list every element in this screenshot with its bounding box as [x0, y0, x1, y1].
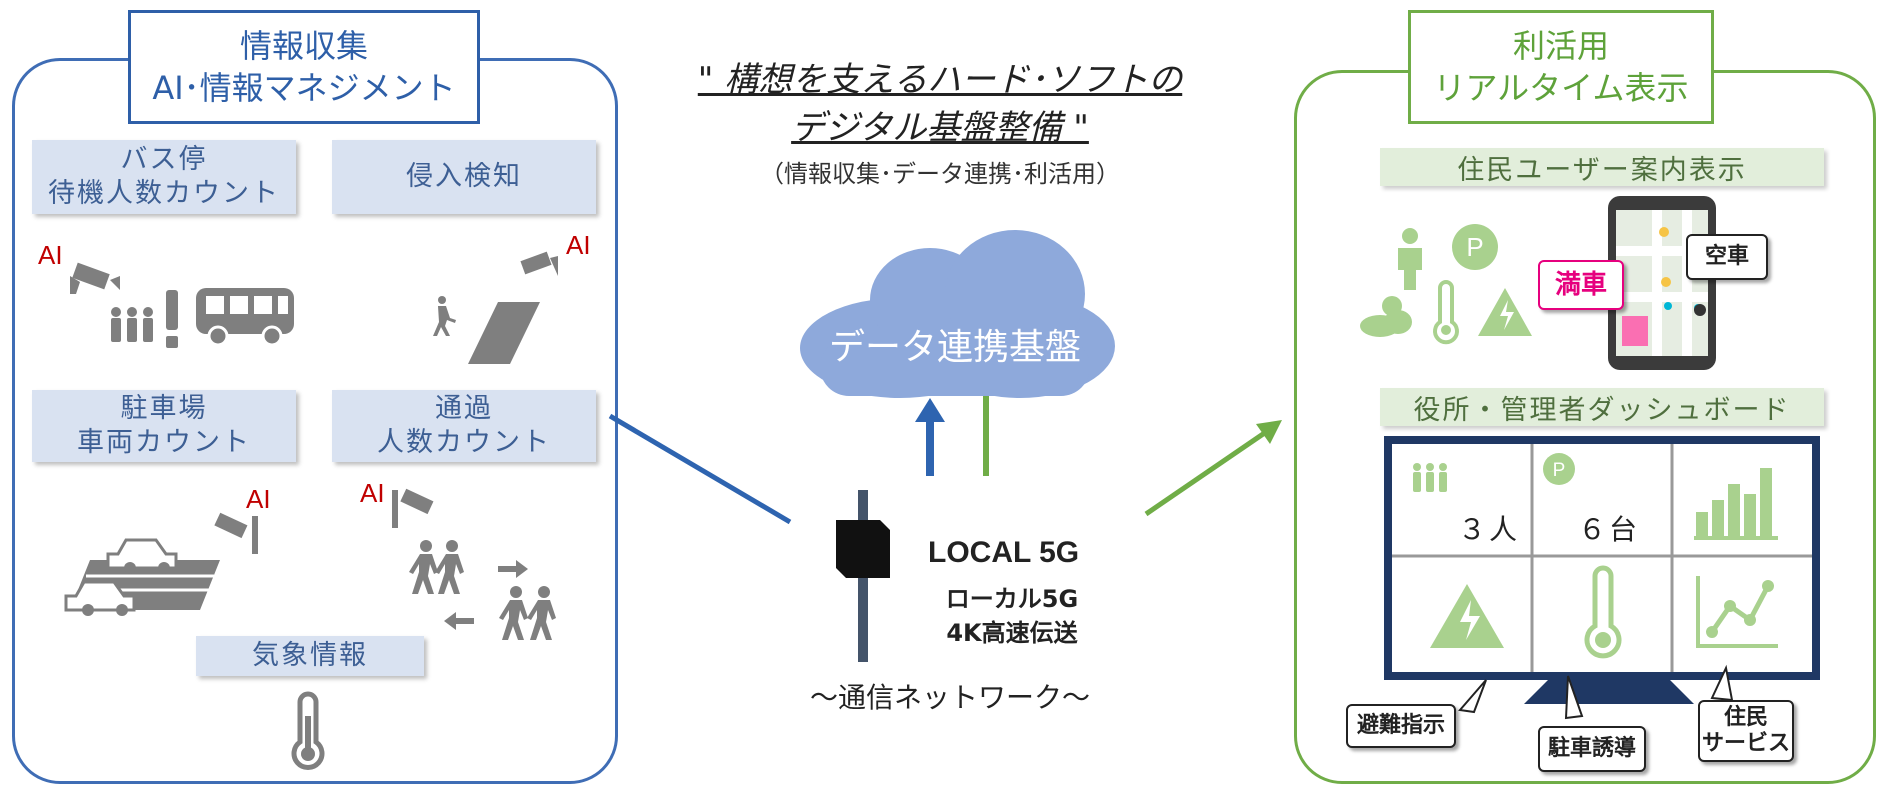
bar-chart-icon: [1694, 468, 1778, 540]
exclamation-icon: [166, 290, 178, 348]
parking-icon-dashboard: P: [1543, 453, 1575, 485]
parking-icon: P: [1452, 224, 1498, 270]
passing-count-label: 通過 人数カウント: [332, 390, 596, 462]
passing-label-line1: 通過: [435, 393, 493, 424]
parking-lot-icon: [64, 538, 220, 616]
camera-icon-bus: [70, 262, 120, 294]
heading-line1: " 構想を支えるハード･ソフトの: [697, 60, 1183, 100]
heading-line2: デジタル基盤整備 ": [791, 108, 1089, 148]
dashboard-label: 役所・管理者ダッシュボード: [1380, 388, 1824, 426]
arrow-left-icon: [444, 612, 474, 630]
local5g-description: ローカル5G 4K高速伝送: [932, 582, 1092, 650]
sun-cloud-icon: [1360, 296, 1412, 337]
antenna-icon: [836, 490, 890, 662]
people-icon-dashboard: [1413, 463, 1447, 492]
resident-guide-label: 住民ユーザー案内表示: [1380, 148, 1824, 186]
ai-tag-passing: AI: [360, 478, 385, 508]
utilization-title-line1: 利活用: [1512, 27, 1609, 65]
bus-stop-label-line1: バス停: [120, 144, 208, 175]
info-collection-title-line1: 情報収集: [239, 27, 368, 65]
weather-label-text: 気象情報: [252, 640, 368, 671]
thermometer-icon-green: [1433, 280, 1459, 345]
camera-icon-intrusion: [520, 251, 558, 276]
local5g-title: LOCAL 5G: [928, 536, 1080, 569]
local5g-line1: ローカル5G: [945, 585, 1079, 613]
intrusion-detection-label: 侵入検知: [332, 140, 596, 214]
network-label: ～通信ネットワーク～: [809, 681, 1090, 714]
dashboard-monitor: ３人 P ６台: [1384, 436, 1820, 680]
svg-text:P: P: [1466, 232, 1483, 262]
person-icon: [1398, 228, 1422, 290]
camera-icon-parking: [214, 512, 258, 554]
utilization-title-line2: リアルタイム表示: [1433, 69, 1689, 107]
parking-count-label: 駐車場 車両カウント: [32, 390, 296, 462]
subheading: （情報収集･データ連携･利活用）: [760, 160, 1120, 188]
line-chart-icon: [1696, 576, 1778, 648]
walking-people-icon: [409, 540, 464, 594]
warning-icon: [1478, 288, 1532, 336]
arrow-right-icon: [498, 560, 528, 578]
passing-label-line2: 人数カウント: [377, 427, 551, 458]
ai-tag-bus: AI: [38, 240, 63, 270]
local5g-line2: 4K高速伝送: [946, 619, 1078, 647]
download-line: [983, 396, 989, 476]
bus-stop-count-label: バス停 待機人数カウント: [32, 140, 296, 214]
camera-icon-passing: [392, 488, 434, 528]
people-group-icon: [111, 307, 153, 342]
bus-icon: [196, 288, 294, 347]
warning-icon-dashboard: [1430, 584, 1504, 648]
weather-info-label: 気象情報: [196, 636, 424, 676]
restricted-area-icon: [433, 296, 540, 364]
upload-arrow-icon: [915, 398, 945, 476]
empty-parking-badge: 空車: [1686, 234, 1768, 280]
evacuation-callout: 避難指示: [1346, 704, 1456, 748]
info-collection-title-line2: AI･情報マネジメント: [152, 69, 456, 107]
dashboard-grid: [1392, 444, 1812, 672]
people-count: ３人: [1458, 513, 1521, 546]
utilization-title: 利活用 リアルタイム表示: [1408, 10, 1714, 124]
cloud-icon: [800, 230, 1115, 398]
resident-service-callout: 住民 サービス: [1698, 700, 1794, 762]
resident-service-line1: 住民: [1723, 705, 1768, 730]
parking-count: ６台: [1578, 513, 1641, 546]
intrusion-label-text: 侵入検知: [406, 161, 522, 192]
cloud-label: データ連携基盤: [828, 327, 1081, 368]
bus-stop-label-line2: 待機人数カウント: [48, 178, 280, 209]
ai-tag-parking: AI: [246, 484, 271, 514]
thermometer-icon-gray: [291, 691, 325, 770]
parking-guidance-callout: 駐車誘導: [1538, 726, 1646, 772]
resident-service-line2: サービス: [1701, 731, 1790, 756]
parking-label-line2: 車両カウント: [77, 427, 251, 458]
ai-tag-intrusion: AI: [566, 230, 591, 260]
info-collection-title: 情報収集 AI･情報マネジメント: [128, 10, 480, 124]
full-parking-badge: 満車: [1538, 260, 1624, 310]
svg-text:P: P: [1553, 460, 1566, 481]
walking-people-icon-2: [499, 586, 556, 640]
parking-label-line1: 駐車場: [120, 393, 208, 424]
thermometer-icon-dashboard: [1584, 565, 1622, 659]
